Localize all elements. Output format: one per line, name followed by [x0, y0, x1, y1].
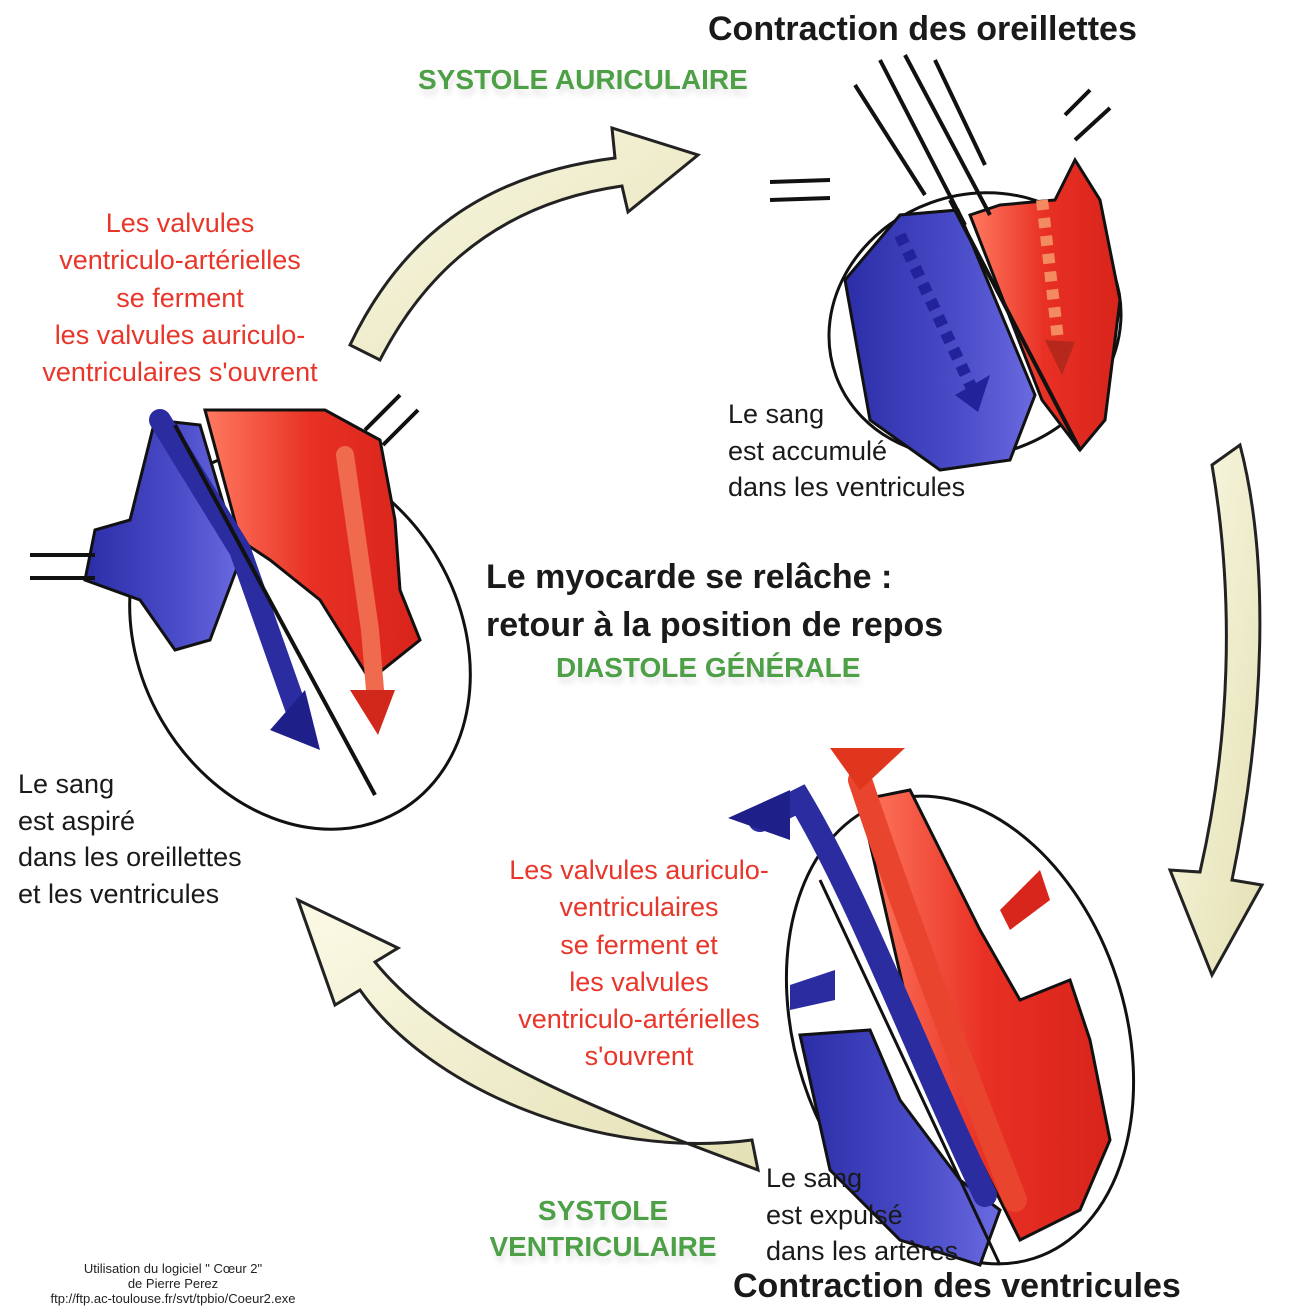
- ventricular-systole-label: SYSTOLE VENTRICULAIRE: [489, 1195, 717, 1263]
- blood-expelled-text: Le sang est expulsé dans les artères: [766, 1163, 959, 1267]
- heart-atrial-systole: [769, 54, 1123, 472]
- bottom-valve-text: Les valvules auriculo- ventriculaires se…: [509, 855, 769, 1072]
- atrial-systole-label: SYSTOLE AURICULAIRE: [418, 64, 748, 95]
- cycle-arrow-bottom-left: [295, 897, 760, 1173]
- ventricular-contraction-title: Contraction des ventricules: [733, 1267, 1181, 1305]
- blood-accumulated-text: Le sang est accumulé dans les ventricule…: [728, 399, 966, 503]
- atrial-contraction-title: Contraction des oreillettes: [708, 10, 1137, 48]
- blood-aspirated-text: Le sang est aspiré dans les oreillettes …: [18, 769, 242, 910]
- software-credit: Utilisation du logiciel " Cœur 2" de Pie…: [50, 1261, 296, 1306]
- left-valve-text: Les valvules ventriculo-artérielles se f…: [42, 208, 318, 387]
- cycle-arrow-right: [1167, 442, 1265, 979]
- myocardium-relaxes-title: Le myocarde se relâche : retour à la pos…: [486, 558, 944, 644]
- heart-ventricular-systole: [728, 748, 1136, 1267]
- general-diastole-label: DIASTOLE GÉNÉRALE: [556, 652, 861, 683]
- cycle-arrow-top-left: [348, 125, 702, 363]
- heart-general-diastole: [30, 393, 472, 831]
